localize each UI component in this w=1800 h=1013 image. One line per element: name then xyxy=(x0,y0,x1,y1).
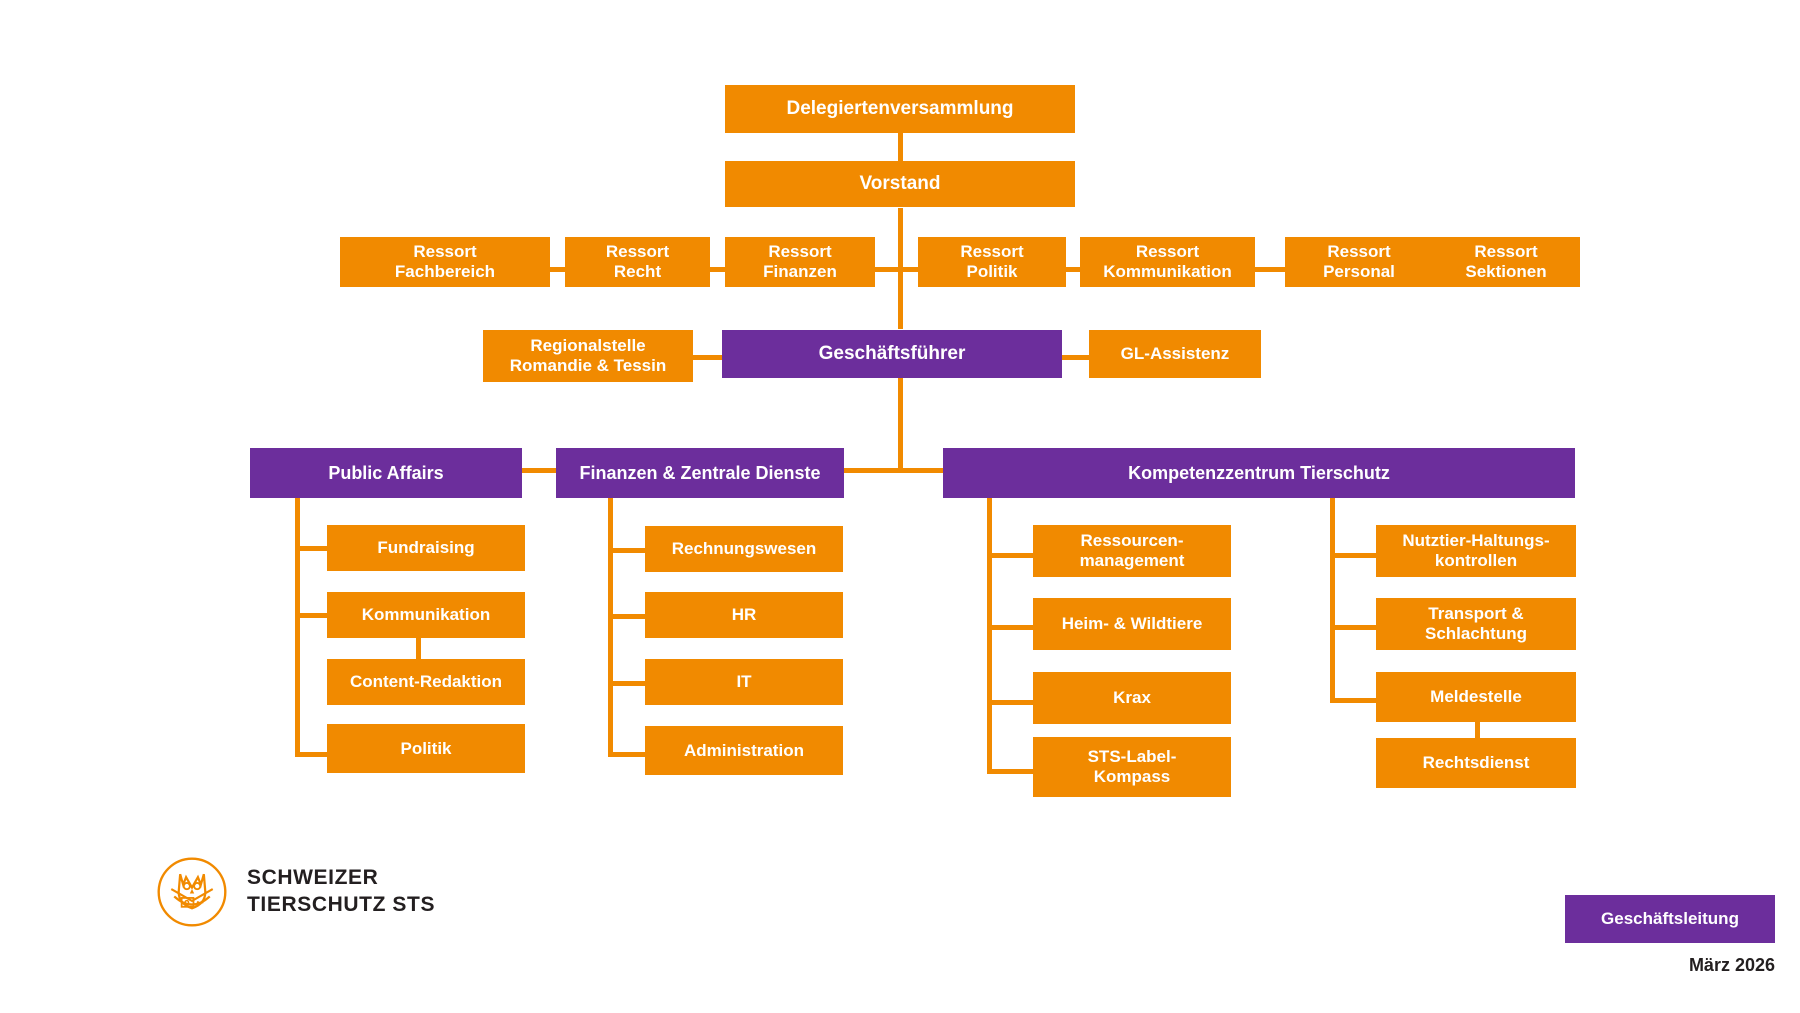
node-politik[interactable]: Politik xyxy=(327,724,525,773)
node-kommunikation[interactable]: Kommunikation xyxy=(327,592,525,638)
chart-date: März 2026 xyxy=(1688,955,1775,975)
node-nutztier-haltungskontrollen[interactable]: Nutztier-Haltungs- kontrollen xyxy=(1376,525,1576,577)
node-sts-label-kompass[interactable]: STS-Label- Kompass xyxy=(1033,737,1231,797)
connector-regionalstelle xyxy=(692,355,724,360)
brand-name: SCHWEIZER TIERSCHUTZ STS xyxy=(247,866,436,916)
connector-pa-child-2 xyxy=(295,613,330,618)
connector-fz-child-3 xyxy=(608,681,648,686)
connector-dv-vorstand xyxy=(898,132,903,162)
connector-fz-child-4 xyxy=(608,752,648,757)
node-krax[interactable]: Krax xyxy=(1033,672,1231,724)
connector-kzt-right-spine xyxy=(1330,498,1335,701)
connector-pa-child-4 xyxy=(295,752,330,757)
node-public-affairs[interactable]: Public Affairs xyxy=(250,448,522,498)
node-heim-wildtiere[interactable]: Heim- & Wildtiere xyxy=(1033,598,1231,650)
node-ressort-fachbereich[interactable]: Ressort Fachbereich xyxy=(340,237,550,287)
node-vorstand[interactable]: Vorstand xyxy=(725,161,1075,207)
node-finanzen-zentrale-dienste[interactable]: Finanzen & Zentrale Dienste xyxy=(556,448,844,498)
connector-kzt-left-spine xyxy=(987,498,992,774)
connector-spine-gf xyxy=(898,267,903,329)
node-hr[interactable]: HR xyxy=(645,592,843,638)
connector-kzt-left-child-3 xyxy=(987,700,1037,705)
connector-kzt-right-child-1 xyxy=(1330,553,1380,558)
node-ressort-personal[interactable]: Ressort Personal xyxy=(1285,237,1433,287)
connector-pa-child-1 xyxy=(295,546,330,551)
node-gl-assistenz[interactable]: GL-Assistenz xyxy=(1089,330,1261,378)
node-it[interactable]: IT xyxy=(645,659,843,705)
connector-kommunikation-content xyxy=(416,613,421,665)
node-fundraising[interactable]: Fundraising xyxy=(327,525,525,571)
connector-fz-child-2 xyxy=(608,614,648,619)
node-ressourcenmanagement[interactable]: Ressourcen- management xyxy=(1033,525,1231,577)
node-ressort-finanzen[interactable]: Ressort Finanzen xyxy=(725,237,875,287)
brand-logo: SCHWEIZER TIERSCHUTZ STS xyxy=(155,855,435,929)
node-delegiertenversammlung[interactable]: Delegiertenversammlung xyxy=(725,85,1075,133)
node-ressort-kommunikation[interactable]: Ressort Kommunikation xyxy=(1080,237,1255,287)
node-meldestelle[interactable]: Meldestelle xyxy=(1376,672,1576,722)
owl-logo-icon xyxy=(157,857,227,927)
node-ressort-recht[interactable]: Ressort Recht xyxy=(565,237,710,287)
connector-kzt-left-child-4 xyxy=(987,769,1037,774)
node-rechtsdienst[interactable]: Rechtsdienst xyxy=(1376,738,1576,788)
connector-gl-assistenz xyxy=(1060,355,1090,360)
node-geschaeftsfuehrer[interactable]: Geschäftsführer xyxy=(722,330,1062,378)
legend-geschaeftsleitung: Geschäftsleitung xyxy=(1565,895,1775,943)
connector-fz-spine xyxy=(608,497,613,757)
connector-pa-spine xyxy=(295,497,300,757)
node-kompetenzzentrum-tierschutz[interactable]: Kompetenzzentrum Tierschutz xyxy=(943,448,1575,498)
connector-vorstand-down xyxy=(898,208,903,270)
node-content-redaktion[interactable]: Content-Redaktion xyxy=(327,659,525,705)
node-regionalstelle[interactable]: Regionalstelle Romandie & Tessin xyxy=(483,330,693,382)
node-ressort-sektionen[interactable]: Ressort Sektionen xyxy=(1432,237,1580,287)
connector-kzt-right-child-2 xyxy=(1330,625,1380,630)
node-rechnungswesen[interactable]: Rechnungswesen xyxy=(645,526,843,572)
connector-fz-child-1 xyxy=(608,548,648,553)
connector-kzt-right-child-3 xyxy=(1330,698,1380,703)
node-administration[interactable]: Administration xyxy=(645,726,843,775)
node-ressort-politik[interactable]: Ressort Politik xyxy=(918,237,1066,287)
connector-kzt-left-child-1 xyxy=(987,553,1037,558)
node-transport-schlachtung[interactable]: Transport & Schlachtung xyxy=(1376,598,1576,650)
connector-kzt-left-child-2 xyxy=(987,625,1037,630)
connector-gf-down xyxy=(898,378,903,470)
